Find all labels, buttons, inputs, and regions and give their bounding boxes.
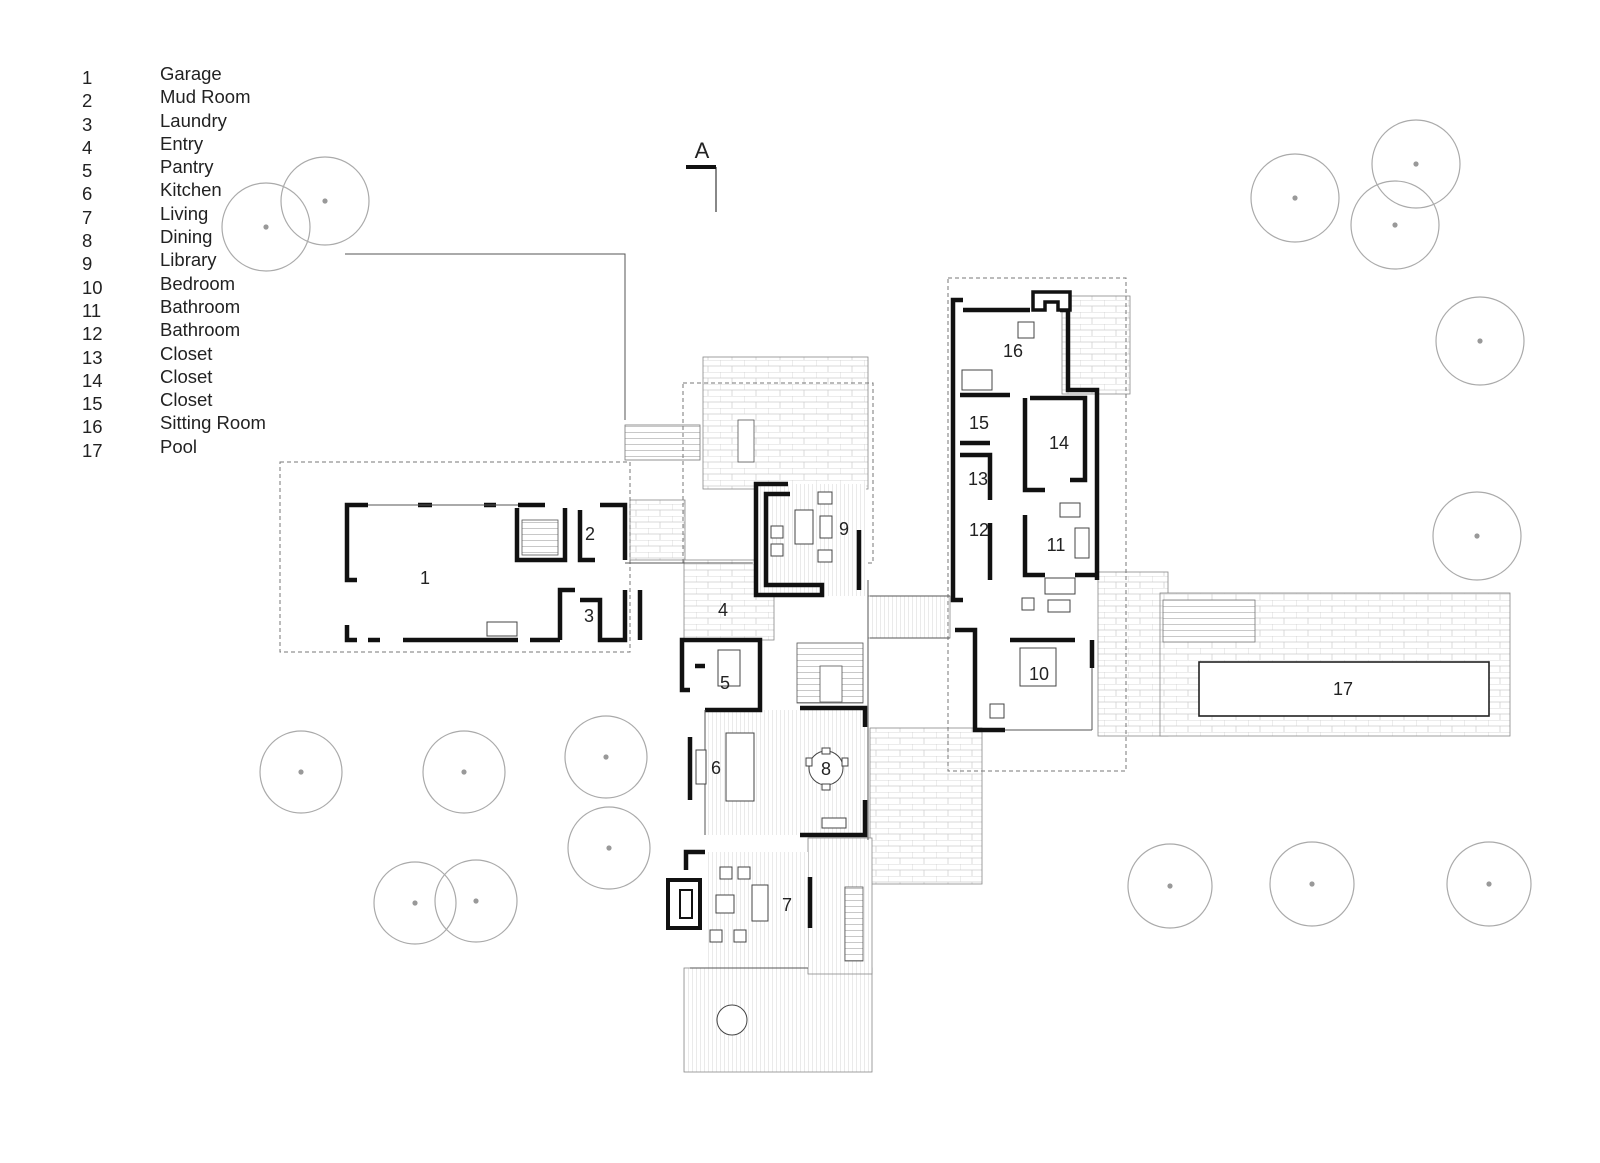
room-number-8: 8 — [821, 759, 831, 779]
room-number-11: 11 — [1047, 535, 1066, 555]
room-number-2: 2 — [585, 524, 595, 544]
room-number-15: 15 — [969, 413, 989, 433]
legend-label: Bathroom — [160, 295, 241, 317]
legend-label: Sitting Room — [160, 412, 266, 434]
legend-label: Closet — [160, 342, 213, 364]
legend-label: Bathroom — [160, 319, 241, 341]
legend-number: 2 — [82, 90, 93, 112]
room-number-16: 16 — [1003, 341, 1023, 361]
legend-number: 11 — [82, 299, 102, 321]
legend-number: 8 — [82, 230, 93, 252]
legend-number: 10 — [82, 276, 103, 298]
legend-number: 7 — [82, 206, 93, 228]
legend-number: 14 — [82, 369, 103, 391]
room-number-10: 10 — [1029, 664, 1049, 684]
legend-number: 17 — [82, 439, 103, 461]
roof-outlines — [279, 277, 1127, 772]
legend-number: 13 — [82, 346, 103, 368]
legend-label: Dining — [160, 226, 213, 248]
legend-number: 16 — [82, 416, 103, 438]
section-marker-label: A — [695, 138, 710, 163]
legend-number: 9 — [82, 253, 93, 275]
legend-number: 6 — [82, 183, 93, 205]
site-line — [345, 253, 626, 420]
room-number-1: 1 — [420, 568, 430, 588]
legend-label: Kitchen — [160, 179, 222, 201]
legend-label: Garage — [160, 63, 222, 84]
legend-label: Bedroom — [160, 272, 236, 294]
room-numbers: 1 2 3 4 5 6 7 8 9 10 11 12 13 14 15 16 1… — [420, 341, 1353, 915]
legend-number: 15 — [82, 393, 103, 415]
legend-label: Entry — [160, 132, 204, 154]
room-number-13: 13 — [968, 469, 988, 489]
trees — [221, 119, 1532, 945]
room-number-5: 5 — [720, 673, 730, 693]
pool — [1198, 661, 1490, 717]
section-marker: A — [686, 138, 717, 212]
legend-number: 4 — [82, 136, 93, 158]
room-number-7: 7 — [782, 895, 792, 915]
legend-label: Closet — [160, 389, 213, 411]
legend-number: 3 — [82, 113, 93, 135]
room-number-14: 14 — [1049, 433, 1069, 453]
furniture — [486, 321, 1090, 1036]
legend-number: 1 — [82, 67, 93, 88]
room-number-12: 12 — [969, 520, 989, 540]
legend-label: Mud Room — [160, 86, 251, 108]
legend-label: Living — [160, 202, 209, 224]
legend-label: Closet — [160, 365, 213, 387]
room-number-6: 6 — [711, 758, 721, 778]
legend-label: Laundry — [160, 109, 227, 131]
room-number-17: 17 — [1333, 679, 1353, 699]
room-number-3: 3 — [584, 606, 594, 626]
room-number-9: 9 — [839, 519, 849, 539]
legend-number: 12 — [82, 323, 103, 345]
legend-number: 5 — [82, 160, 93, 182]
legend-label: Pool — [160, 435, 198, 457]
room-number-4: 4 — [718, 600, 728, 620]
legend-label: Pantry — [160, 156, 214, 178]
legend-label: Library — [160, 249, 217, 271]
